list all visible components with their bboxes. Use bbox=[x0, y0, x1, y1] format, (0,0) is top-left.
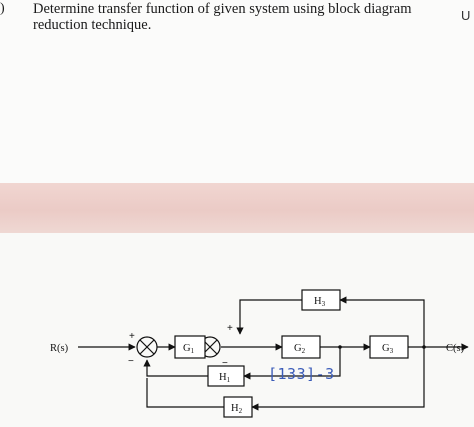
sum1-minus-sign: − bbox=[128, 356, 134, 367]
block-h3 bbox=[301, 289, 341, 311]
h1-feedback-in bbox=[243, 347, 341, 380]
output-label: C(s) bbox=[446, 343, 465, 354]
block-h2 bbox=[223, 396, 253, 418]
question-text: Determine transfer function of given sys… bbox=[33, 1, 412, 33]
takeoff-point-g2 bbox=[338, 345, 342, 349]
block-g2 bbox=[281, 335, 321, 359]
stamp-text: [133]-3 bbox=[268, 365, 335, 383]
takeoff-point-output bbox=[422, 345, 426, 349]
block-h1 bbox=[207, 365, 245, 387]
g1-label: G1 bbox=[183, 343, 195, 355]
question-panel bbox=[0, 0, 474, 183]
block-g3 bbox=[369, 335, 409, 359]
h3-feedback-out bbox=[236, 299, 302, 335]
h1-feedback-out bbox=[143, 359, 208, 377]
sum2-minus-sign: − bbox=[222, 358, 228, 369]
g3-label: G3 bbox=[382, 343, 394, 355]
block-g1 bbox=[174, 335, 206, 359]
h2-label: H2 bbox=[231, 403, 243, 415]
summing-junction-1 bbox=[136, 336, 158, 358]
h2-feedback-out bbox=[146, 378, 224, 408]
h2-feedback-in bbox=[251, 347, 425, 411]
question-number: ) bbox=[0, 1, 5, 16]
h3-feedback-in bbox=[339, 296, 425, 347]
sum1-plus-sign: + bbox=[129, 331, 135, 342]
block-diagram: G1 G2 G3 H3 H1 H2 R(s) C(s) + − + − [133… bbox=[50, 289, 469, 418]
h1-label: H1 bbox=[219, 372, 231, 384]
input-label: R(s) bbox=[50, 343, 69, 354]
page-separator-band bbox=[0, 183, 474, 233]
g2-label: G2 bbox=[294, 343, 306, 355]
cropped-edge-marker: U bbox=[461, 8, 471, 23]
h3-label: H3 bbox=[314, 296, 326, 308]
sum2-plus-sign: + bbox=[227, 323, 233, 334]
